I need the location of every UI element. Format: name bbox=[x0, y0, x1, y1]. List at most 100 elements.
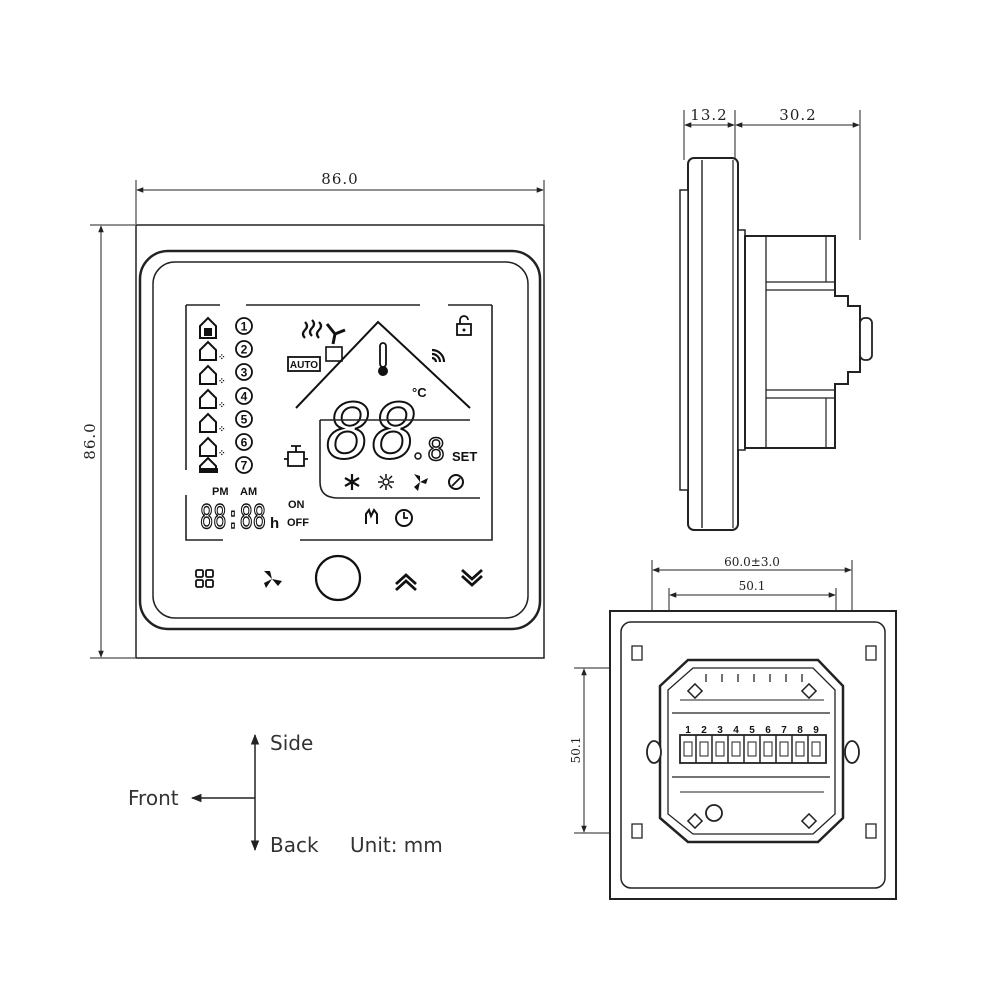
front-width-dimension: 86.0 bbox=[135, 170, 545, 224]
back-round-hole bbox=[705, 804, 723, 822]
front-glass bbox=[152, 261, 529, 619]
off-label: OFF bbox=[287, 517, 309, 529]
front-height-label: 86.0 bbox=[81, 422, 99, 459]
house-outline bbox=[295, 320, 471, 409]
thermometer-icon bbox=[378, 342, 388, 376]
program-number: 4 bbox=[235, 387, 253, 405]
decimal-point bbox=[414, 452, 422, 460]
terminal-number: 4 bbox=[733, 725, 739, 736]
power-button[interactable] bbox=[314, 554, 362, 602]
back-outer-width-label: 60.0±3.0 bbox=[724, 555, 780, 569]
svg-text:5: 5 bbox=[241, 413, 248, 427]
lock-icon bbox=[456, 315, 472, 336]
set-label: SET bbox=[452, 449, 477, 464]
back-inner-width-label: 50.1 bbox=[739, 579, 766, 593]
program-icon-3: ⁘ bbox=[199, 364, 226, 386]
menu-button[interactable] bbox=[195, 569, 214, 588]
svg-text:4: 4 bbox=[241, 390, 248, 404]
side-faceplate bbox=[687, 157, 739, 531]
clock-digits: 88:88 bbox=[200, 498, 266, 536]
side-front-lip bbox=[679, 189, 689, 491]
terminal-block: 1 2 3 4 5 6 7 8 9 bbox=[679, 725, 827, 764]
terminal-number: 1 bbox=[685, 725, 691, 736]
program-icons: ⁘ ⁘ ⁘ ⁘ ⁘ bbox=[199, 316, 226, 473]
terminal-number: 3 bbox=[717, 725, 723, 736]
legend-back-label: Back bbox=[270, 833, 319, 857]
program-number: 3 bbox=[235, 363, 253, 381]
terminal-number: 6 bbox=[765, 725, 771, 736]
program-icon-6: ⁘ bbox=[199, 436, 226, 458]
program-number: 7 bbox=[235, 456, 253, 474]
svg-text:⁘: ⁘ bbox=[218, 424, 226, 434]
down-button[interactable] bbox=[461, 568, 483, 587]
degree-celsius-label: °C bbox=[412, 385, 427, 400]
fan-mode-icon bbox=[414, 474, 428, 491]
front-height-dimension: 86.0 bbox=[81, 224, 135, 659]
program-icon-2: ⁘ bbox=[199, 340, 226, 362]
program-icon-5: ⁘ bbox=[199, 412, 226, 434]
program-number: 5 bbox=[235, 410, 253, 428]
side-gasket bbox=[737, 229, 746, 451]
back-plate-inner bbox=[620, 621, 886, 889]
side-body bbox=[744, 235, 861, 449]
am-label: AM bbox=[240, 486, 257, 498]
legend-front-label: Front bbox=[128, 786, 179, 810]
front-view: 86.0 86.0 ⁘ ⁘ ⁘ ⁘ ⁘ bbox=[81, 170, 545, 659]
svg-text:6: 6 bbox=[241, 436, 248, 450]
program-icon-4: ⁘ bbox=[199, 388, 226, 410]
lcd-panel: ⁘ ⁘ ⁘ ⁘ ⁘ 1 2 3 4 5 6 7 bbox=[185, 304, 493, 541]
terminal-number: 2 bbox=[701, 725, 707, 736]
snowflake-icon bbox=[344, 474, 360, 490]
legend-unit-label: Unit: mm bbox=[350, 833, 443, 857]
on-label: ON bbox=[288, 499, 305, 511]
side-front-depth-label: 13.2 bbox=[690, 106, 727, 124]
terminal-number: 9 bbox=[813, 725, 819, 736]
up-button[interactable] bbox=[395, 573, 417, 592]
svg-text:7: 7 bbox=[241, 459, 248, 473]
svg-text:AUTO: AUTO bbox=[290, 360, 318, 371]
svg-text:⁘: ⁘ bbox=[218, 352, 226, 362]
temperature-digits: 88 bbox=[326, 387, 418, 476]
svg-text:3: 3 bbox=[241, 366, 248, 380]
back-height-label: 50.1 bbox=[569, 737, 583, 764]
side-view: 13.2 30.2 bbox=[679, 106, 873, 531]
program-number: 2 bbox=[235, 340, 253, 358]
view-legend: Side Front Back Unit: mm bbox=[128, 731, 443, 857]
front-buttons bbox=[195, 554, 483, 602]
side-connector bbox=[859, 317, 873, 361]
small-fan-icon bbox=[325, 323, 346, 345]
eco-icon bbox=[448, 474, 464, 490]
back-view: 60.0±3.0 50.1 50.1 bbox=[569, 555, 897, 900]
svg-text:1: 1 bbox=[241, 320, 248, 334]
svg-text:⁘: ⁘ bbox=[218, 376, 226, 386]
mounting-slot-left bbox=[646, 740, 662, 764]
heating-waves-icon bbox=[301, 319, 323, 339]
sun-icon bbox=[378, 474, 394, 490]
fan-button[interactable] bbox=[264, 571, 282, 588]
front-bezel bbox=[138, 249, 542, 631]
svg-text:2: 2 bbox=[241, 343, 248, 357]
svg-text:⁘: ⁘ bbox=[218, 400, 226, 410]
decimal-digit: 8 bbox=[427, 433, 445, 468]
program-number: 1 bbox=[235, 317, 253, 335]
hour-label: h bbox=[270, 515, 279, 532]
terminal-number: 5 bbox=[749, 725, 755, 736]
program-icon-1 bbox=[199, 316, 217, 339]
valve-icon bbox=[284, 445, 308, 467]
side-back-depth-label: 30.2 bbox=[779, 106, 816, 124]
svg-text:⁘: ⁘ bbox=[218, 448, 226, 458]
program-number-list: 1 2 3 4 5 6 7 bbox=[235, 317, 253, 474]
side-depth-dimension: 13.2 30.2 bbox=[683, 106, 861, 240]
program-icon-7 bbox=[199, 456, 218, 473]
clock-icon bbox=[395, 509, 413, 527]
mounting-slot-right bbox=[844, 740, 860, 764]
wifi-icon bbox=[431, 348, 446, 363]
pm-label: PM bbox=[212, 486, 229, 498]
terminal-number: 7 bbox=[781, 725, 787, 736]
auto-indicator: AUTO bbox=[287, 356, 321, 372]
legend-side-label: Side bbox=[270, 731, 313, 755]
terminal-number: 8 bbox=[797, 725, 803, 736]
house-chimney bbox=[325, 346, 343, 362]
front-width-label: 86.0 bbox=[321, 170, 358, 188]
